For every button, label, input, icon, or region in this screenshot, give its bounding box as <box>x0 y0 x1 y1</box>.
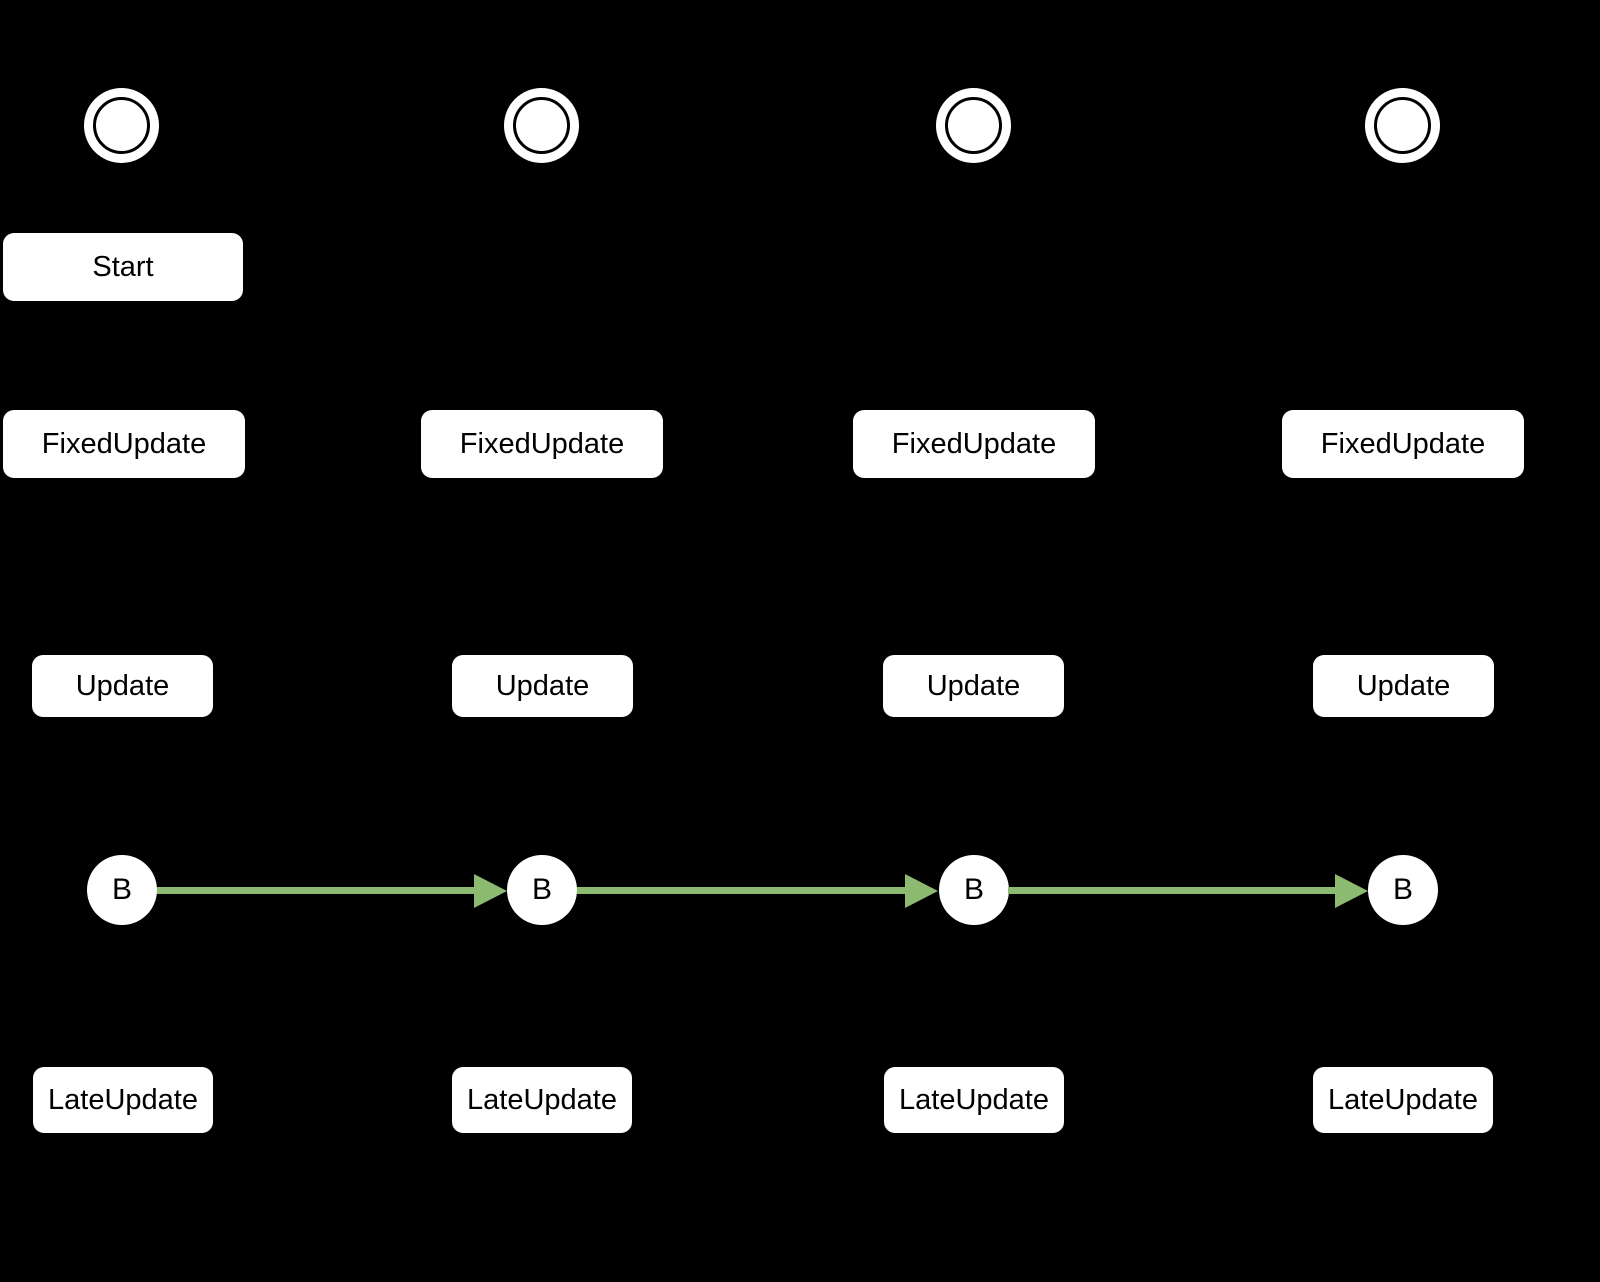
update-node: Update <box>1313 655 1494 717</box>
arrow-line <box>577 887 906 894</box>
initial-state-icon <box>1365 88 1440 163</box>
lateupdate-node: LateUpdate <box>1313 1067 1493 1133</box>
arrow-line <box>157 887 475 894</box>
initial-state-icon-inner <box>513 97 570 154</box>
lateupdate-node: LateUpdate <box>33 1067 213 1133</box>
fixedupdate-node: FixedUpdate <box>1282 410 1524 478</box>
b-node: B <box>1368 855 1438 925</box>
arrow-head-icon <box>474 874 507 908</box>
initial-state-icon-inner <box>1374 97 1431 154</box>
lateupdate-node: LateUpdate <box>884 1067 1064 1133</box>
initial-state-icon <box>504 88 579 163</box>
b-node: B <box>87 855 157 925</box>
fixedupdate-node: FixedUpdate <box>421 410 663 478</box>
b-node: B <box>507 855 577 925</box>
update-node: Update <box>883 655 1064 717</box>
arrow-head-icon <box>1335 874 1368 908</box>
arrow-head-icon <box>905 874 938 908</box>
update-node: Update <box>452 655 633 717</box>
initial-state-icon <box>84 88 159 163</box>
fixedupdate-node: FixedUpdate <box>853 410 1095 478</box>
initial-state-icon-inner <box>945 97 1002 154</box>
b-node: B <box>939 855 1009 925</box>
update-node: Update <box>32 655 213 717</box>
start-node: Start <box>3 233 243 301</box>
lateupdate-node: LateUpdate <box>452 1067 632 1133</box>
initial-state-icon <box>936 88 1011 163</box>
arrow-line <box>1008 887 1336 894</box>
fixedupdate-node: FixedUpdate <box>3 410 245 478</box>
initial-state-icon-inner <box>93 97 150 154</box>
